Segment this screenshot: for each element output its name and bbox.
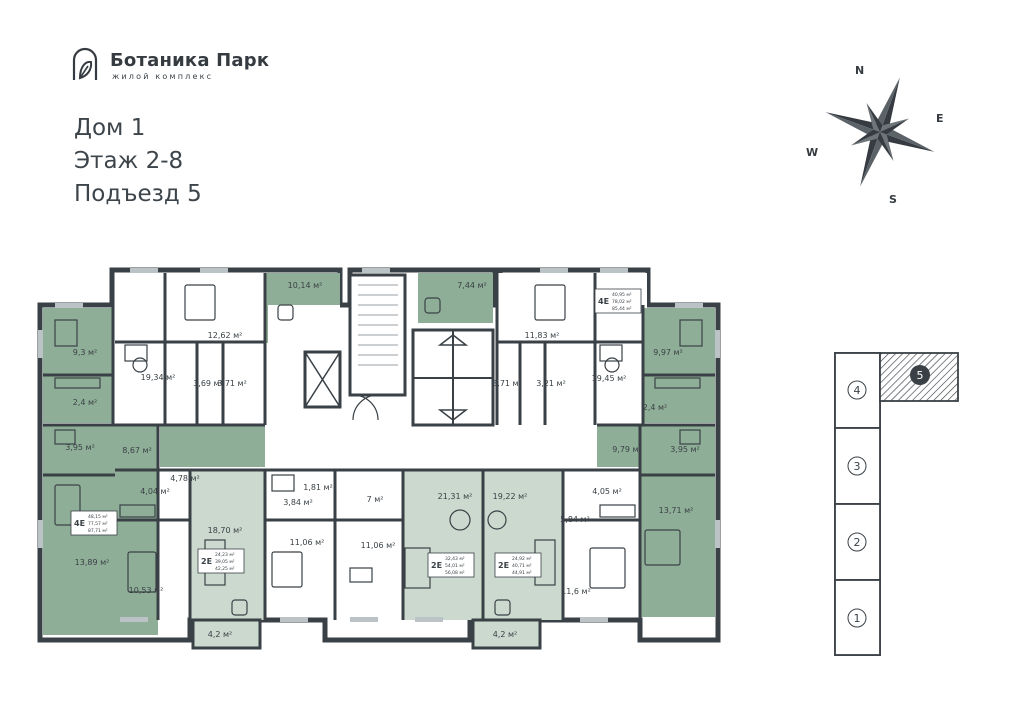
compass-west-label: W bbox=[806, 146, 818, 159]
room-area-label: 19,45 м² bbox=[592, 374, 627, 383]
compass-rose-icon: N E S W bbox=[806, 64, 944, 206]
room-area-label: 3,21 м² bbox=[536, 379, 566, 388]
room-area-label: 9,79 м² bbox=[612, 445, 642, 454]
room-area-label: 11,6 м² bbox=[561, 587, 591, 596]
room-area-label: 21,31 м² bbox=[438, 492, 473, 501]
room-area-label: 4,05 м² bbox=[592, 487, 622, 496]
stair-core bbox=[303, 273, 495, 427]
room-area-label: 7 м² bbox=[367, 495, 384, 504]
room-area-label: 13,89 м² bbox=[75, 558, 110, 567]
apartment-area: 78,02 м² bbox=[612, 299, 632, 305]
entrance-title: Подъезд 5 bbox=[74, 181, 202, 207]
apartment-area: 40,95 м² bbox=[612, 292, 632, 298]
room-area-label: 3,95 м² bbox=[65, 443, 95, 452]
apartment-area: 48,15 м² bbox=[88, 514, 108, 520]
brand-tagline: жилой комплекс bbox=[112, 72, 214, 81]
apartment-total-area: 42,25 м² bbox=[215, 566, 235, 572]
house-title: Дом 1 bbox=[74, 115, 146, 141]
room-area-label: 3,71 м² bbox=[492, 379, 522, 388]
room-area-label: 3,71 м² bbox=[217, 379, 247, 388]
brand-name: Ботаника Парк bbox=[110, 50, 270, 71]
room-area-label: 18,70 м² bbox=[208, 526, 243, 535]
brand-logo-icon bbox=[72, 47, 98, 80]
section-3-label: 3 bbox=[854, 460, 861, 473]
room-area-label: 4,78 м² bbox=[170, 474, 200, 483]
apartment-area: 24,23 м² bbox=[215, 552, 235, 558]
room-area-label: 2,4 м² bbox=[643, 403, 668, 412]
apartment-tag-box bbox=[427, 552, 475, 578]
furniture bbox=[54, 284, 703, 616]
apartment-total-area: 44,91 м² bbox=[512, 570, 532, 576]
apartment-rooms-label: 2Е bbox=[201, 557, 212, 566]
room-area-label: 8,67 м² bbox=[122, 446, 152, 455]
room-area-label: 10,53 м² bbox=[129, 586, 164, 595]
room-area-label: 9,97 м² bbox=[653, 348, 683, 357]
apartment-tag-box bbox=[70, 510, 118, 536]
balconies bbox=[191, 618, 542, 650]
apartment-total-area: 56,08 м² bbox=[445, 570, 465, 576]
room-area-label: 11,06 м² bbox=[361, 541, 396, 550]
apartment-tag-box bbox=[197, 548, 245, 574]
compass-north-label: N bbox=[855, 64, 864, 77]
room-area-label: 2,4 м² bbox=[73, 398, 98, 407]
apartment-rooms-label: 4Е bbox=[598, 297, 609, 306]
apartment-tag-box bbox=[594, 288, 642, 314]
room-area-label: 19,34 м² bbox=[141, 373, 176, 382]
apartment-rooms-label: 2Е bbox=[431, 561, 442, 570]
room-area-label: 5,84 м² bbox=[560, 515, 590, 524]
apartment-area: 39,05 м² bbox=[215, 559, 235, 565]
room-area-label: 19,22 м² bbox=[493, 492, 528, 501]
interior-walls bbox=[43, 273, 715, 620]
room-area-label: 13,71 м² bbox=[659, 506, 694, 515]
apartment-area: 24,92 м² bbox=[512, 556, 532, 562]
room-area-label: 4,04 м² bbox=[140, 487, 170, 496]
apartment-area: 54,01 м² bbox=[445, 563, 465, 569]
compass-east-label: E bbox=[936, 112, 944, 125]
apartment-area: 40,71 м² bbox=[512, 563, 532, 569]
floor-title: Этаж 2-8 bbox=[74, 148, 184, 174]
room-area-label: 4,2 м² bbox=[208, 630, 233, 639]
room-area-label: 11,06 м² bbox=[290, 538, 325, 547]
room-area-label: 3,84 м² bbox=[283, 498, 313, 507]
section-key-plan: 5 4 3 2 1 bbox=[834, 352, 959, 656]
section-5-label: 5 bbox=[917, 369, 924, 382]
room-area-label: 10,14 м² bbox=[288, 281, 323, 290]
windows bbox=[38, 268, 720, 622]
apartment-area: 77,57 м² bbox=[88, 521, 108, 527]
room-area-label: 12,62 м² bbox=[208, 331, 243, 340]
apartment-total-area: 87,71 м² bbox=[88, 528, 108, 534]
apartment-tag-box bbox=[494, 552, 542, 578]
room-area-label: 9,3 м² bbox=[73, 348, 98, 357]
room-area-label: 1,81 м² bbox=[303, 483, 333, 492]
compass-south-label: S bbox=[889, 193, 897, 206]
room-area-label: 11,83 м² bbox=[525, 331, 560, 340]
apartment-rooms-label: 4Е bbox=[74, 519, 85, 528]
room-area-label: 3,95 м² bbox=[670, 445, 700, 454]
room-area-label: 4,2 м² bbox=[493, 630, 518, 639]
section-1-label: 1 bbox=[854, 612, 861, 625]
apartment-area: 32,43 м² bbox=[445, 556, 465, 562]
section-2-label: 2 bbox=[854, 536, 861, 549]
section-4-label: 4 bbox=[854, 384, 861, 397]
room-area-label: 3,69 м² bbox=[193, 379, 223, 388]
room-area-label: 7,44 м² bbox=[457, 281, 487, 290]
apartment-total-area: 85,44 м² bbox=[612, 306, 632, 312]
apartment-rooms-label: 2Е bbox=[498, 561, 509, 570]
